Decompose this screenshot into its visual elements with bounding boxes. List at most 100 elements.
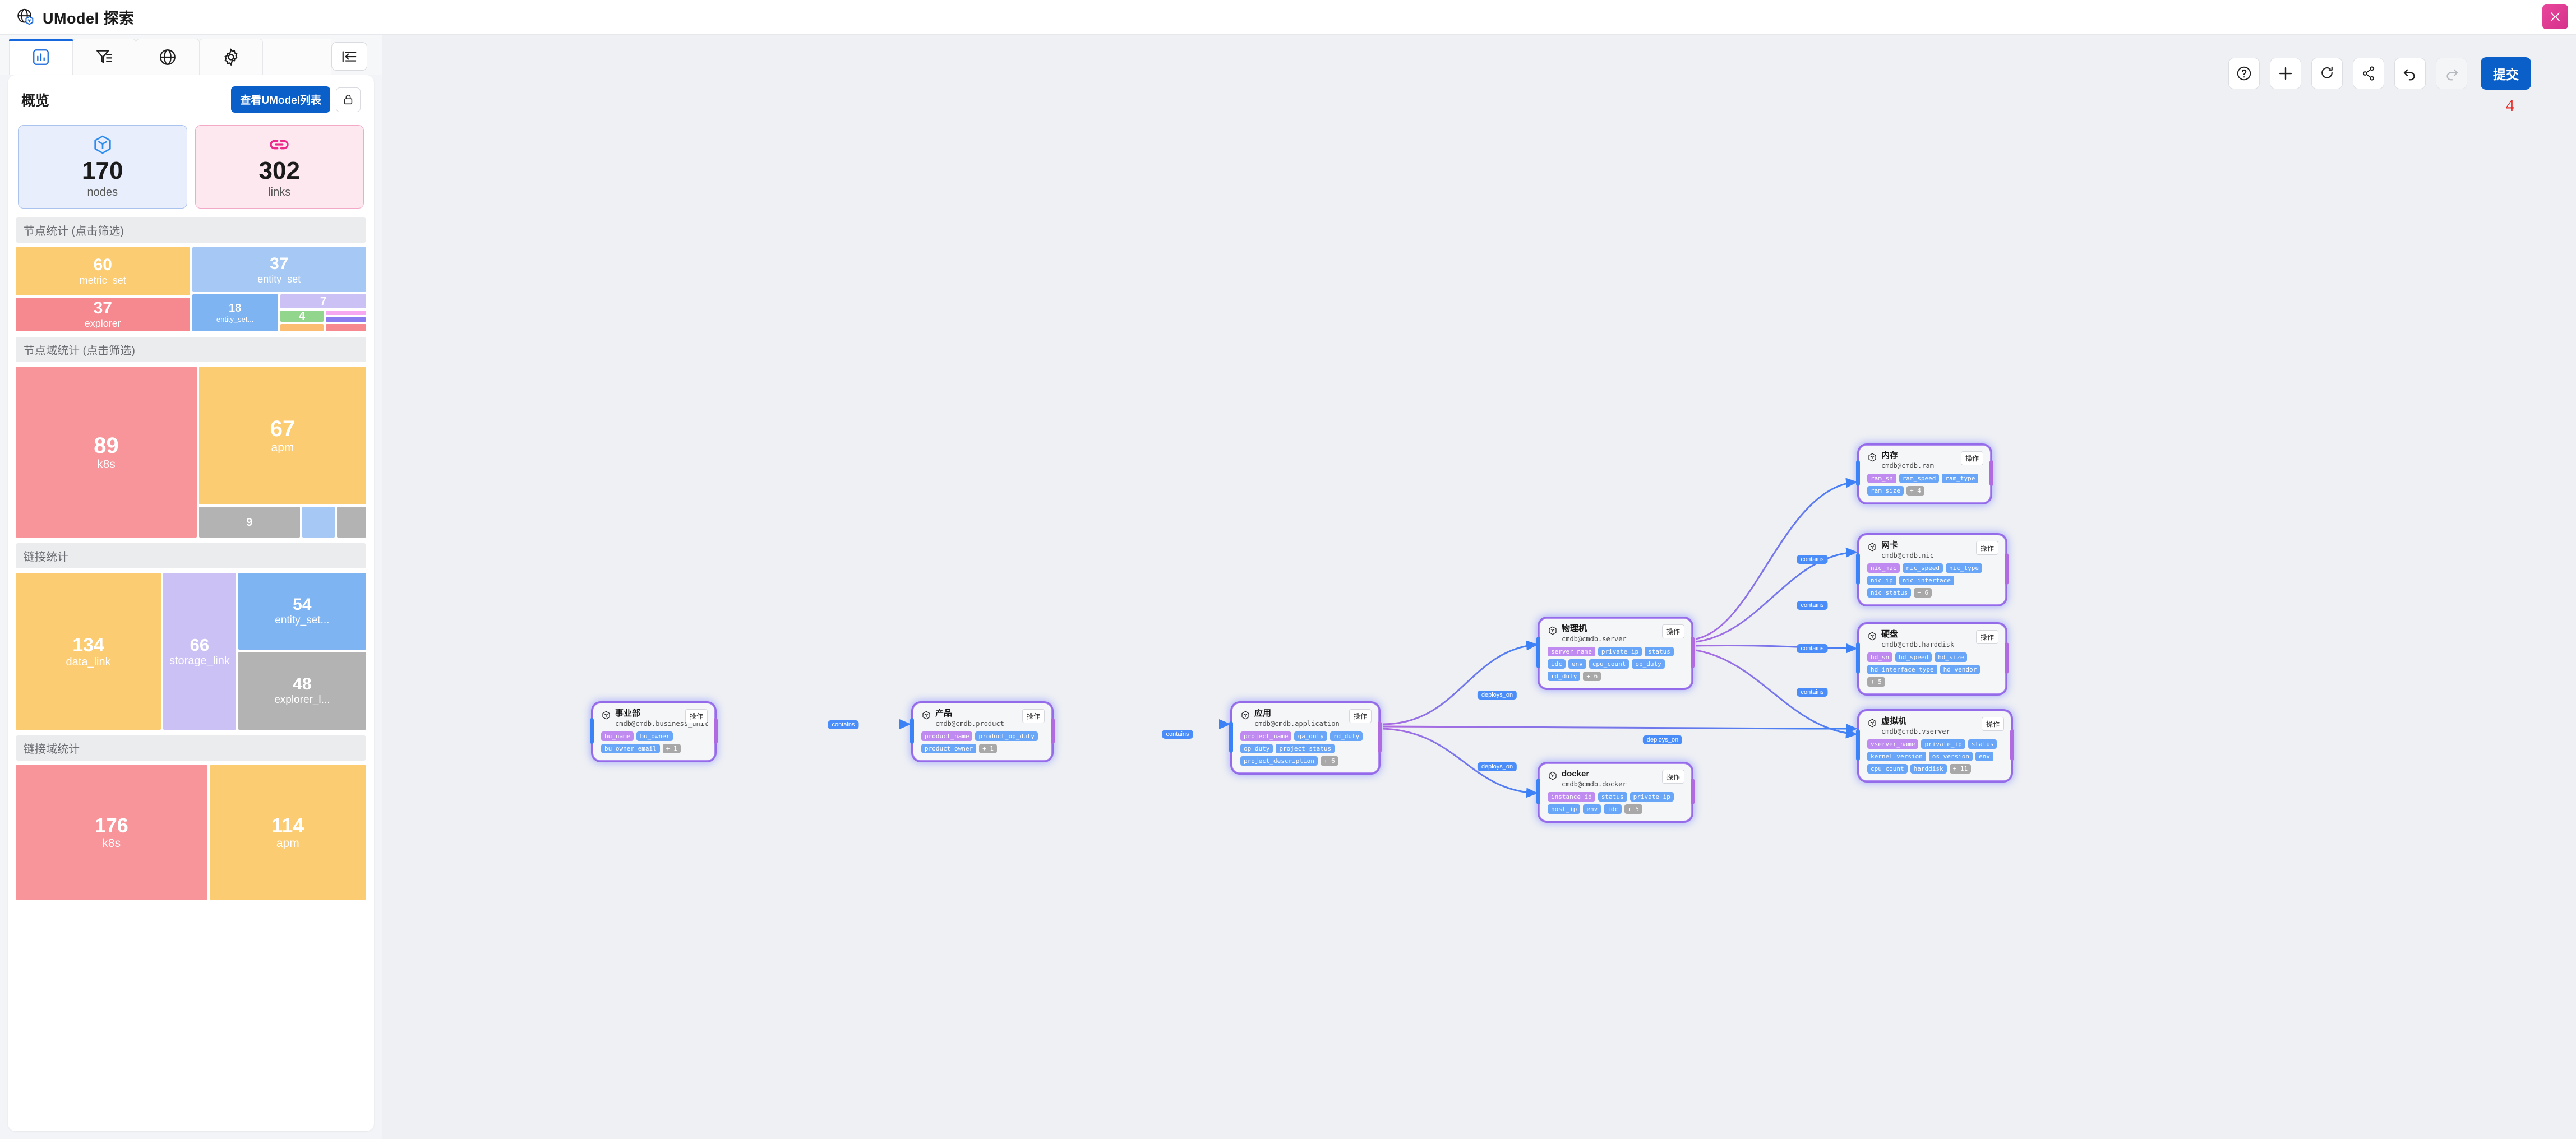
node-attribute-tag[interactable]: product_op_duty: [975, 731, 1038, 741]
node-attribute-tag[interactable]: rd_duty: [1329, 731, 1363, 741]
add-button[interactable]: [2270, 58, 2301, 89]
node-attribute-tag[interactable]: status: [1645, 646, 1674, 656]
node-attribute-tag[interactable]: + 5: [1867, 677, 1885, 687]
node-attribute-tag[interactable]: + 11: [1949, 763, 1972, 774]
node-attribute-tag[interactable]: op_duty: [1240, 743, 1273, 753]
refresh-button[interactable]: [2311, 58, 2343, 89]
node-attribute-tag[interactable]: nic_ip: [1867, 575, 1896, 585]
node-attribute-tag[interactable]: private_ip: [1921, 739, 1965, 749]
node-attribute-tag[interactable]: hd_size: [1935, 652, 1968, 662]
treemap-tile[interactable]: [326, 311, 366, 316]
node-attribute-tag[interactable]: instance_id: [1548, 791, 1595, 802]
node-attribute-tag[interactable]: project_status: [1276, 743, 1335, 753]
sidebar-item-overview[interactable]: [9, 39, 73, 75]
node-attribute-tag[interactable]: host_ip: [1548, 804, 1581, 814]
node-attribute-tag[interactable]: cpu_count: [1589, 659, 1629, 669]
submit-button[interactable]: 提交: [2478, 54, 2534, 92]
node-attribute-tag[interactable]: env: [1975, 751, 1993, 761]
node-attribute-tag[interactable]: ram_sn: [1867, 473, 1896, 483]
node-attribute-tag[interactable]: product_owner: [921, 743, 977, 753]
node-attribute-tag[interactable]: nic_mac: [1867, 563, 1900, 573]
node-action-button[interactable]: 操作: [1981, 717, 2004, 731]
node-attribute-tag[interactable]: project_name: [1240, 731, 1292, 741]
treemap-tile[interactable]: 37 entity_set: [192, 247, 366, 292]
node-attribute-tag[interactable]: ram_speed: [1899, 473, 1940, 483]
node-attribute-tag[interactable]: harddisk: [1910, 763, 1947, 774]
node-attribute-tag[interactable]: private_ip: [1598, 646, 1642, 656]
node-attribute-tag[interactable]: env: [1583, 804, 1601, 814]
node-attribute-tag[interactable]: idc: [1604, 804, 1622, 814]
redo-button[interactable]: [2436, 58, 2467, 89]
node-action-button[interactable]: 操作: [1022, 709, 1045, 723]
node-attribute-tag[interactable]: server_name: [1548, 646, 1595, 656]
node-attribute-tag[interactable]: os_version: [1928, 751, 1973, 761]
treemap-node-stats[interactable]: 60 metric_set 37 explorer 37 entity_set …: [16, 247, 366, 332]
graph-node-application[interactable]: 应用 cmdb@cmdb.application 操作 project_name…: [1229, 703, 1382, 773]
node-attribute-tag[interactable]: bu_owner: [636, 731, 673, 741]
sidebar-collapse-button[interactable]: [331, 42, 367, 71]
node-attribute-tag[interactable]: status: [1968, 739, 1997, 749]
node-action-button[interactable]: 操作: [1661, 624, 1684, 638]
share-button[interactable]: [2353, 58, 2384, 89]
node-attribute-tag[interactable]: nic_interface: [1899, 575, 1954, 585]
sidebar-item-globe[interactable]: [136, 39, 200, 75]
node-action-button[interactable]: 操作: [1960, 451, 1983, 465]
node-attribute-tag[interactable]: kernel_version: [1867, 751, 1926, 761]
node-attribute-tag[interactable]: bu_name: [601, 731, 634, 741]
treemap-tile[interactable]: [326, 317, 366, 322]
node-attribute-tag[interactable]: hd_speed: [1895, 652, 1932, 662]
node-attribute-tag[interactable]: hd_vendor: [1940, 664, 1981, 674]
treemap-tile[interactable]: 67 apm: [198, 367, 366, 505]
node-action-button[interactable]: 操作: [1661, 770, 1684, 784]
treemap-node-domain[interactable]: 89 k8s 67 apm 9: [16, 367, 366, 538]
lock-button[interactable]: [336, 87, 361, 112]
treemap-tile[interactable]: 176 k8s: [16, 765, 207, 900]
node-attribute-tag[interactable]: op_duty: [1632, 659, 1665, 669]
treemap-tile[interactable]: 4: [280, 311, 324, 322]
treemap-link-domain[interactable]: 176 k8s 114 apm: [16, 765, 366, 900]
node-attribute-tag[interactable]: env: [1568, 659, 1586, 669]
sidebar-item-filter[interactable]: [72, 39, 136, 75]
node-attribute-tag[interactable]: qa_duty: [1294, 731, 1327, 741]
help-button[interactable]: [2228, 58, 2260, 89]
node-attribute-tag[interactable]: + 1: [662, 743, 681, 753]
undo-button[interactable]: [2394, 58, 2426, 89]
treemap-tile[interactable]: [326, 324, 366, 332]
node-attribute-tag[interactable]: hd_sn: [1867, 652, 1893, 662]
treemap-tile[interactable]: 7: [280, 294, 366, 309]
node-attribute-tag[interactable]: bu_owner_email: [601, 743, 660, 753]
treemap-tile[interactable]: 60 metric_set: [16, 247, 190, 295]
node-attribute-tag[interactable]: status: [1598, 791, 1627, 802]
view-umodel-list-button[interactable]: 查看UModel列表: [231, 86, 330, 113]
node-attribute-tag[interactable]: nic_speed: [1903, 563, 1943, 573]
node-attribute-tag[interactable]: + 5: [1624, 804, 1642, 814]
node-action-button[interactable]: 操作: [1975, 541, 1998, 555]
node-attribute-tag[interactable]: ram_size: [1867, 485, 1904, 496]
treemap-tile[interactable]: 89 k8s: [16, 367, 197, 538]
node-attribute-tag[interactable]: cpu_count: [1867, 763, 1908, 774]
treemap-tile[interactable]: 54 entity_set...: [238, 573, 366, 650]
treemap-tile[interactable]: [280, 324, 324, 332]
links-stat-card[interactable]: 302 links: [195, 125, 364, 209]
node-attribute-tag[interactable]: + 6: [1583, 671, 1601, 681]
node-attribute-tag[interactable]: idc: [1548, 659, 1566, 669]
titlebar-collapse-button[interactable]: [2542, 4, 2568, 29]
treemap-tile[interactable]: [302, 507, 335, 538]
node-action-button[interactable]: 操作: [1349, 709, 1372, 723]
node-attribute-tag[interactable]: product_name: [921, 731, 973, 741]
node-attribute-tag[interactable]: + 6: [1320, 756, 1338, 766]
node-attribute-tag[interactable]: + 4: [1906, 485, 1924, 496]
treemap-link-stats[interactable]: 134 data_link 66 storage_link 54 entity_…: [16, 573, 366, 730]
treemap-tile[interactable]: 134 data_link: [16, 573, 161, 730]
treemap-tile[interactable]: 37 explorer: [16, 297, 190, 332]
node-attribute-tag[interactable]: ram_type: [1942, 473, 1979, 483]
nodes-stat-card[interactable]: 170 nodes: [18, 125, 187, 209]
